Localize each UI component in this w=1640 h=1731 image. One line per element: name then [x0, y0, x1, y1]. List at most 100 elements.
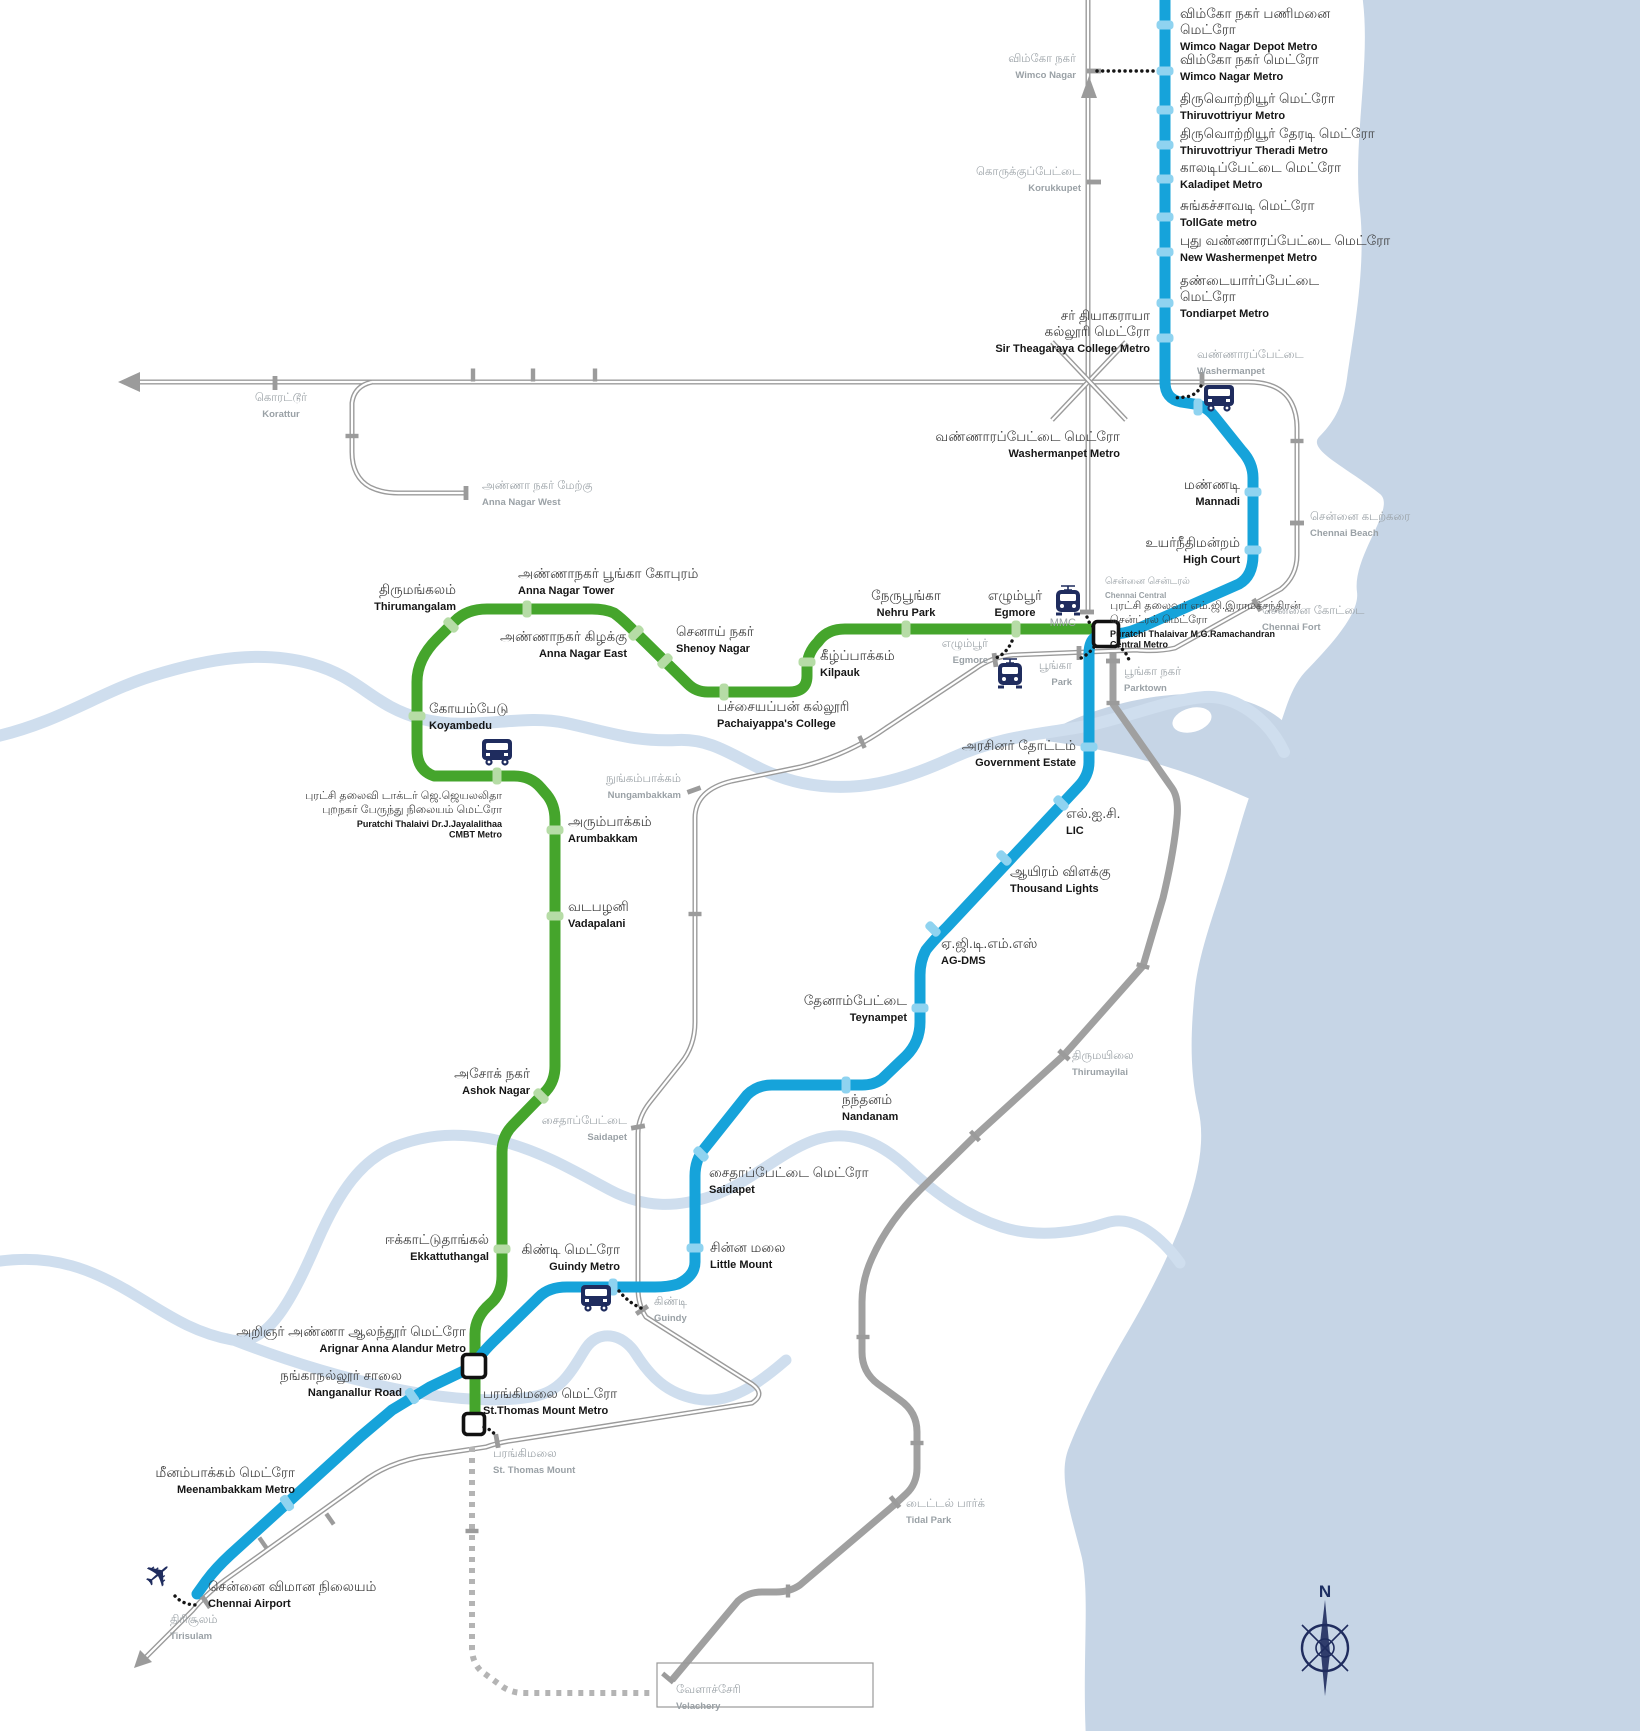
river-adyar — [230, 1330, 792, 1406]
station-label-en-thiruvottriyur-metro: Thiruvottriyur Metro — [1180, 110, 1285, 122]
station-anna-nagar-east[interactable] — [627, 624, 645, 642]
station-label-ta-anna-nagar-tower: அண்ணாநகர் பூங்கா கோபுரம் — [518, 566, 698, 582]
rail-stop-tick — [785, 1584, 791, 1598]
station-high-court[interactable] — [1244, 545, 1262, 555]
station-teynampet[interactable] — [911, 1003, 929, 1013]
station-label-ta-thirumayilai: திருமயிலை — [1072, 1049, 1134, 1063]
station-label-ta-arumbakkam: அரும்பாக்கம் — [568, 814, 652, 830]
rail-station-saidapet-sub[interactable] — [630, 1123, 646, 1131]
station-tollgate-metro[interactable] — [1156, 212, 1174, 222]
train-icon-central — [1056, 585, 1080, 616]
line-direction-arrow — [1081, 76, 1097, 98]
station-shenoy-nagar[interactable] — [656, 652, 674, 670]
rail-station-chennai-beach[interactable] — [1290, 520, 1304, 526]
station-thiruvottriyur-theradi-metro[interactable] — [1156, 140, 1174, 150]
station-nandanam[interactable] — [841, 1076, 851, 1094]
interchange-central-metro[interactable] — [1091, 619, 1121, 649]
rail-station-guindy-sub[interactable] — [634, 1304, 650, 1316]
station-label-en-sir-theagaraya-college-metro: Sir Theagaraya College Metro — [995, 343, 1150, 355]
station-cmbt-metro[interactable] — [492, 767, 502, 785]
interchange-dotted-link — [173, 1594, 199, 1607]
station-lic[interactable] — [1052, 794, 1070, 812]
rail-station-egmore-sub[interactable] — [991, 652, 999, 668]
rail-station-nungambakkam[interactable] — [686, 785, 702, 795]
station-ag-dms[interactable] — [924, 920, 942, 938]
station-saidapet-metro[interactable] — [692, 1145, 710, 1163]
station-arumbakkam[interactable] — [546, 825, 564, 835]
station-label-en-government-estate: Government Estate — [975, 757, 1076, 769]
rail-station-korukkupet[interactable] — [1087, 179, 1101, 185]
station-wimco-nagar-metro[interactable] — [1156, 66, 1174, 76]
station-label-ta-central-metro: சென்ட்ரல் மெட்ரோ — [1110, 614, 1208, 626]
station-kaladipet-metro[interactable] — [1156, 174, 1174, 184]
station-meenambakkam-metro[interactable] — [278, 1493, 295, 1512]
station-label-en-thirumangalam: Thirumangalam — [374, 601, 456, 613]
station-label-en-guindy-sub: Guindy — [654, 1313, 687, 1324]
mrts-station-velachery[interactable] — [661, 1671, 675, 1685]
station-egmore[interactable] — [1011, 620, 1021, 638]
station-label-en-chennai-beach: Chennai Beach — [1310, 528, 1379, 539]
station-new-washermenpet-metro[interactable] — [1156, 247, 1174, 257]
station-label-en-new-washermenpet-metro: New Washermenpet Metro — [1180, 252, 1317, 264]
station-anna-nagar-tower[interactable] — [522, 600, 532, 618]
station-label-en-chennai-fort: Chennai Fort — [1262, 622, 1321, 633]
station-label-en-meenambakkam-metro: Meenambakkam Metro — [177, 1484, 295, 1496]
station-label-ta-anna-nagar-west: அண்ணா நகர் மேற்கு — [482, 480, 593, 492]
station-vadapalani[interactable] — [546, 911, 564, 921]
station-sir-theagaraya-college-metro[interactable] — [1156, 333, 1174, 343]
station-markers-layer — [200, 20, 1304, 1685]
station-pachaiyappas-college[interactable] — [719, 683, 729, 701]
station-nehru-park[interactable] — [901, 620, 911, 638]
rail-station-parktown[interactable] — [1106, 658, 1120, 664]
station-thousand-lights[interactable] — [995, 849, 1013, 867]
station-little-mount[interactable] — [686, 1243, 704, 1253]
rail-station-anna-nagar-west[interactable] — [463, 486, 469, 500]
station-kilpauk[interactable] — [798, 657, 816, 667]
rail-station-mmc[interactable] — [1080, 609, 1094, 615]
rail-station-tirisulam[interactable] — [200, 1594, 212, 1610]
station-label-ta-ashok-nagar: அசோக் நகர் — [454, 1066, 531, 1082]
station-label-ta-kilpauk: கீழ்ப்பாக்கம் — [820, 648, 895, 664]
station-government-estate[interactable] — [1080, 742, 1098, 752]
station-thirumangalam[interactable] — [442, 616, 460, 634]
station-label-en-thiruvottriyur-theradi-metro: Thiruvottriyur Theradi Metro — [1180, 145, 1328, 157]
station-thiruvottriyur-metro[interactable] — [1156, 105, 1174, 115]
interchange-dotted-link — [1085, 615, 1099, 631]
rail-station-park[interactable] — [1076, 646, 1082, 660]
station-label-en-egmore: Egmore — [995, 607, 1036, 619]
rail-stop-tick — [530, 368, 536, 382]
station-ashok-nagar[interactable] — [532, 1087, 550, 1105]
rail-stop-tick — [856, 1334, 870, 1340]
rail-station-washermanpet-sub[interactable] — [1199, 372, 1205, 386]
station-nanganallur-road[interactable] — [403, 1386, 420, 1405]
mrts-station-thirumayilai[interactable] — [1057, 1048, 1071, 1062]
station-ekkattuthangal[interactable] — [493, 1244, 511, 1254]
railway-layer — [118, 0, 1300, 1708]
station-koyambedu[interactable] — [408, 711, 426, 721]
velachery-box — [656, 1662, 874, 1708]
station-mannadi[interactable] — [1244, 487, 1262, 497]
mrts-station-tidal-park[interactable] — [888, 1495, 902, 1509]
station-label-ta-wimco-nagar-sub: விம்கோ நகர் — [1008, 52, 1077, 65]
planned-line-dashed — [469, 1447, 650, 1696]
station-wimco-nagar-depot-metro[interactable] — [1156, 20, 1174, 30]
station-label-en-guindy-metro: Guindy Metro — [549, 1261, 620, 1273]
rail-station-wimco-nagar-sub[interactable] — [1087, 68, 1101, 74]
rail-station-chennai-fort[interactable] — [1251, 597, 1263, 613]
interchange-st-thomas-mount-metro[interactable] — [461, 1411, 487, 1437]
interchange-arignar-anna-alandur-metro[interactable] — [460, 1352, 488, 1380]
station-tondiarpet-metro[interactable] — [1156, 298, 1174, 308]
station-label-ta-high-court: உயர்நீதிமன்றம் — [1145, 535, 1240, 551]
station-label-ta-saidapet-sub: சைதாப்பேட்டை — [542, 1115, 628, 1127]
interchange-dotted-link — [1116, 644, 1131, 662]
rail-station-st-thomas-mount-sub[interactable] — [493, 1433, 501, 1449]
station-label-ta-vadapalani: வடபழனி — [568, 899, 629, 915]
station-label-en-nungambakkam: Nungambakkam — [608, 790, 681, 801]
station-label-ta-nanganallur-road: நங்காநல்லூர் சாலை — [280, 1368, 402, 1384]
station-label-en-thousand-lights: Thousand Lights — [1010, 883, 1099, 895]
station-label-en-little-mount: Little Mount — [710, 1259, 773, 1271]
rail-station-korattur[interactable] — [272, 376, 278, 390]
station-label-ta-koyambedu: கோயம்பேடு — [429, 701, 508, 716]
station-washermanpet-metro[interactable] — [1193, 398, 1203, 416]
